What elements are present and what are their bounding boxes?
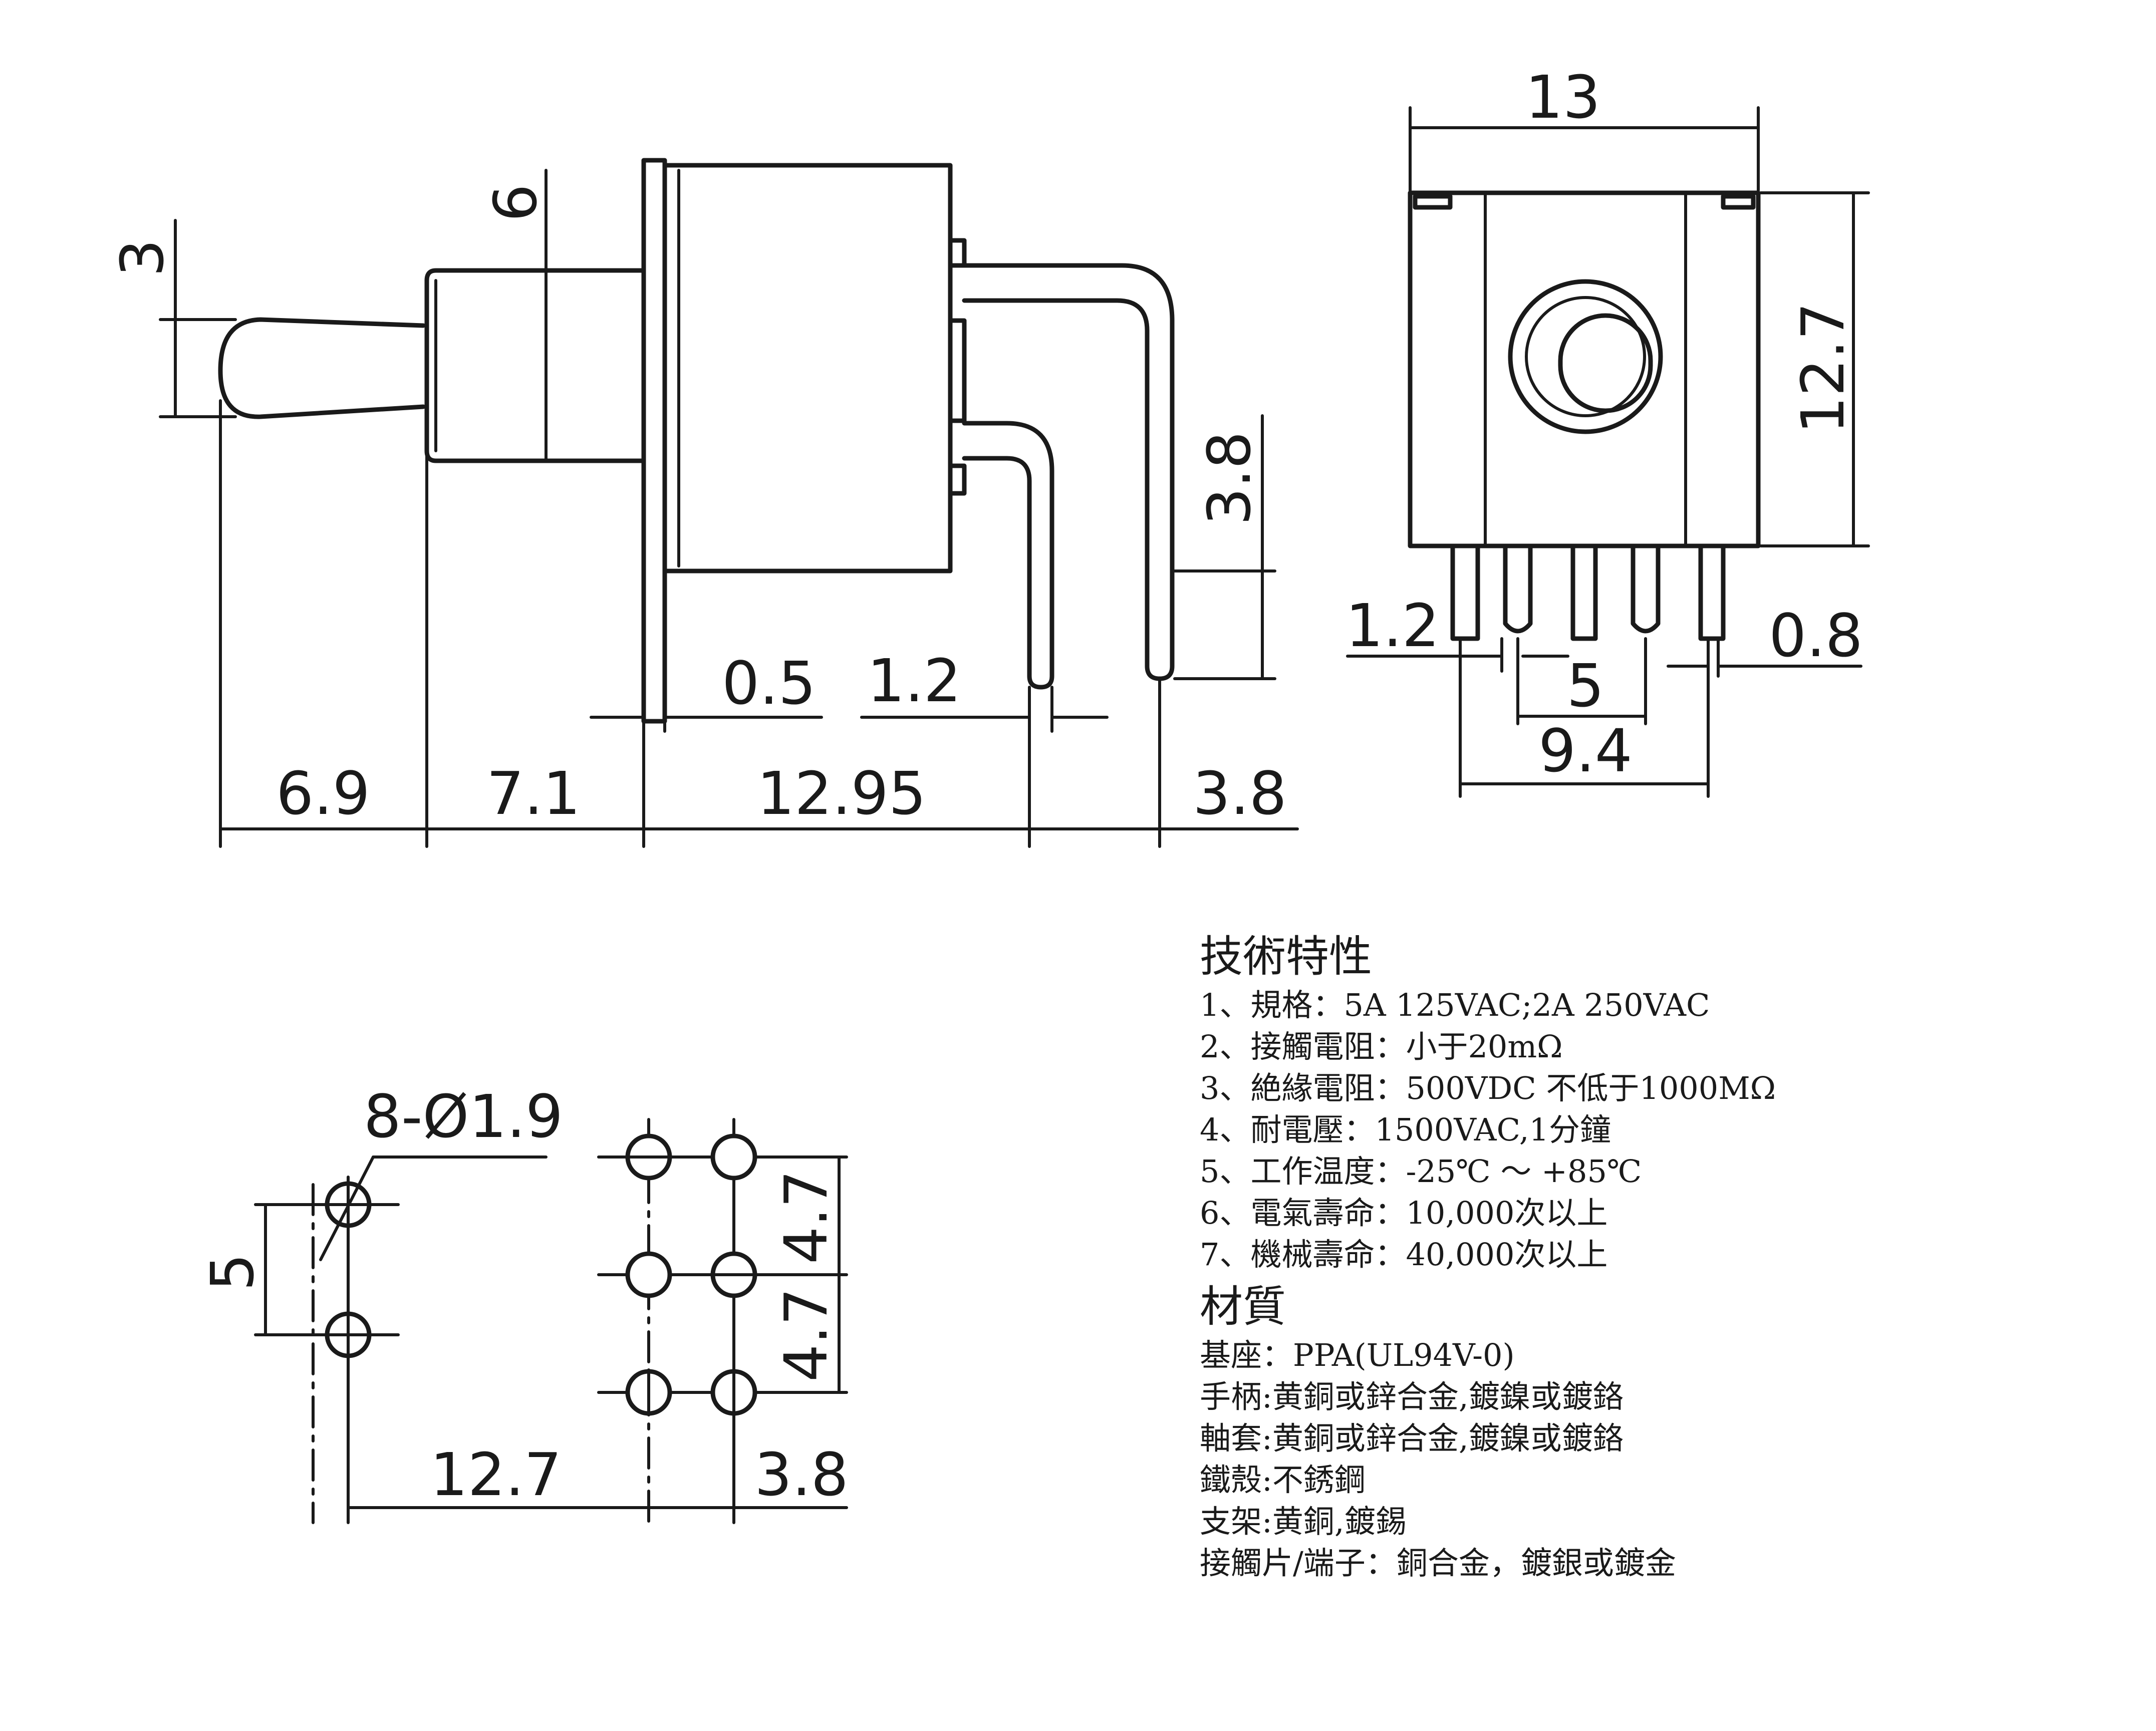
toggle-knob bbox=[1558, 313, 1653, 413]
dim-front-pin-right: 0.8 bbox=[1769, 601, 1863, 670]
material-item: 接觸片/端子：銅合金，鍍銀或鍍金 bbox=[1200, 1545, 1676, 1581]
dim-pin-offset: 3.8 bbox=[1195, 431, 1264, 525]
material-item: 基座：PPA(UL94V-0) bbox=[1200, 1337, 1515, 1373]
flange-plate bbox=[641, 158, 667, 724]
materials-title: 材質 bbox=[1200, 1282, 1286, 1332]
material-item: 鐵殼:不銹鋼 bbox=[1200, 1462, 1366, 1498]
material-item: 手柄:黄銅或鋅合金,鍍鎳或鍍鉻 bbox=[1200, 1378, 1624, 1415]
pin-hole bbox=[625, 1251, 672, 1298]
bent-pin-long bbox=[962, 263, 1175, 681]
spec-item: 5、工作温度：-25℃ ～ +85℃ bbox=[1200, 1153, 1642, 1190]
bent-pin-short bbox=[962, 421, 1054, 690]
dim-body-len: 12.95 bbox=[757, 759, 926, 828]
dim-col-pitch: 3.8 bbox=[754, 1440, 849, 1509]
front-pin-3 bbox=[1570, 543, 1598, 641]
front-pin-1 bbox=[1450, 543, 1480, 641]
dim-front-width: 13 bbox=[1525, 63, 1600, 132]
dim-offset: 12.7 bbox=[430, 1440, 562, 1509]
dim-front-height: 12.7 bbox=[1788, 303, 1857, 434]
dim-toggle-len: 6.9 bbox=[276, 759, 370, 828]
dim-bushing-len: 7.1 bbox=[486, 759, 581, 828]
front-pin-4 bbox=[1631, 543, 1661, 634]
bushing bbox=[424, 268, 646, 463]
spec-item: 2、接觸電阻：小于20mΩ bbox=[1200, 1028, 1563, 1065]
front-pin-5 bbox=[1698, 543, 1726, 641]
dim-front-pin-left: 1.2 bbox=[1345, 591, 1440, 660]
dim-flange: 0.5 bbox=[722, 649, 816, 718]
material-item: 支架:黄銅,鍍錫 bbox=[1200, 1503, 1407, 1540]
dim-front-pin-pitch: 5 bbox=[1566, 651, 1604, 720]
spec-item: 4、耐電壓：1500VAC,1分鐘 bbox=[1200, 1111, 1611, 1148]
spec-panel: 技術特性 1、規格：5A 125VAC;2A 250VAC 2、接觸電阻：小于2… bbox=[1200, 929, 1951, 1584]
front-pin-2 bbox=[1503, 543, 1533, 634]
material-item: 軸套:黄銅或鋅合金,鍍鎳或鍍鉻 bbox=[1200, 1420, 1624, 1457]
dim-front-pin-span: 9.4 bbox=[1538, 716, 1633, 785]
dim-pin-pitch: 3.8 bbox=[1193, 759, 1287, 828]
dim-hole-size: 8-Ø1.9 bbox=[364, 1082, 563, 1151]
front-housing bbox=[1408, 190, 1761, 548]
front-view: 13 12.7 1.2 0.8 5 9.4 bbox=[1345, 63, 1870, 798]
spec-item: 7、機械壽命：40,000次以上 bbox=[1200, 1236, 1608, 1273]
bushing-ring bbox=[1508, 279, 1663, 434]
dim-pin-width: 1.2 bbox=[867, 646, 961, 715]
pin-hole bbox=[710, 1133, 757, 1181]
spec-item: 6、電氣壽命：10,000次以上 bbox=[1200, 1195, 1608, 1231]
dim-row-pitch-1: 4.7 bbox=[771, 1170, 841, 1264]
spec-item: 3、絶緣電阻：500VDC 不低于1000MΩ bbox=[1200, 1070, 1776, 1106]
toggle-lever bbox=[218, 317, 426, 419]
dim-mount-pitch: 5 bbox=[198, 1253, 267, 1291]
pcb-footprint: 8-Ø1.9 5 4.7 4.7 12.7 3.8 bbox=[198, 1082, 849, 1524]
specs-title: 技術特性 bbox=[1200, 932, 1372, 982]
side-view: 3 6 3.8 0.5 1.2 6.9 7 bbox=[108, 158, 1299, 848]
dim-row-pitch-2: 4.7 bbox=[771, 1288, 841, 1382]
dim-bushing-dia: 6 bbox=[481, 184, 550, 221]
spec-item: 1、規格：5A 125VAC;2A 250VAC bbox=[1200, 987, 1710, 1023]
switch-housing bbox=[662, 163, 953, 573]
dim-toggle-dia: 3 bbox=[108, 239, 177, 276]
